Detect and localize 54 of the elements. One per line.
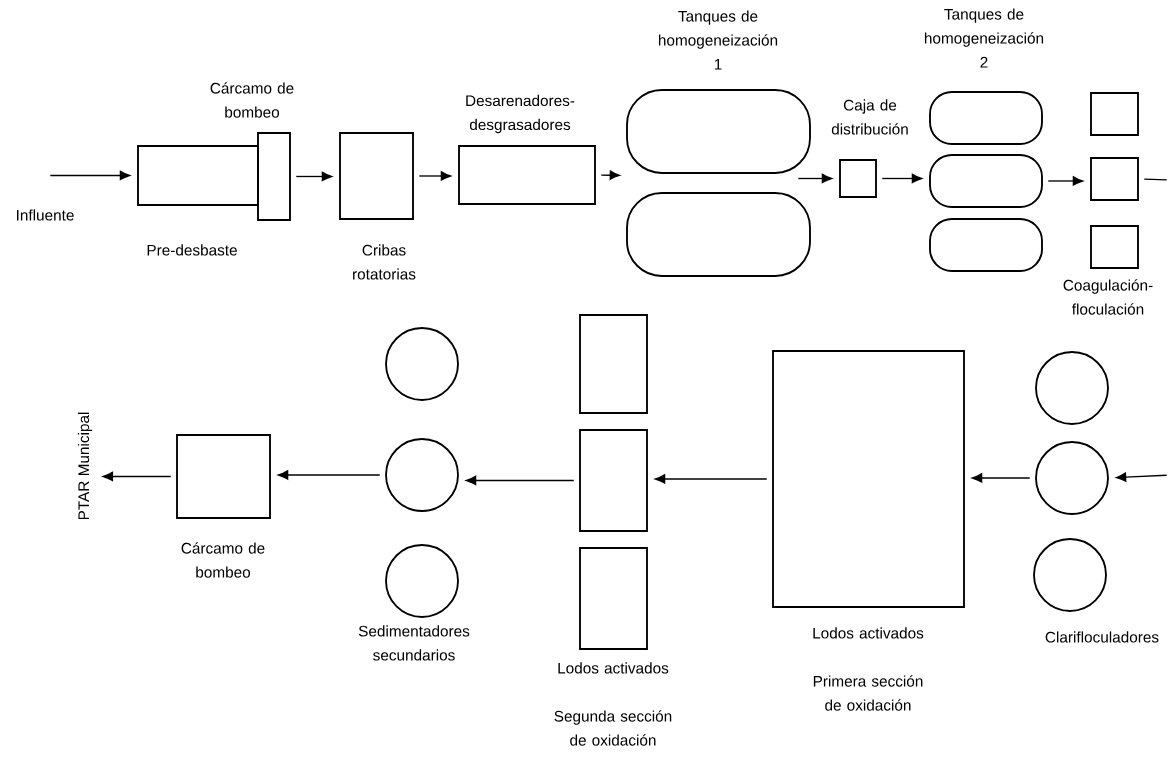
tank-circle xyxy=(385,544,459,618)
caption-text: Lodos activados xyxy=(813,627,924,639)
unit-box xyxy=(458,145,596,205)
arrow xyxy=(600,170,620,180)
tank-circle xyxy=(1033,538,1107,612)
unit-box xyxy=(176,434,271,519)
unit-box xyxy=(1090,92,1139,136)
caption-text: Tanques de homogeneización 2 xyxy=(924,8,1044,68)
caption-text: Desarenadores-desgrasadores xyxy=(466,94,575,134)
arrow xyxy=(418,171,452,181)
flow-label: Influente xyxy=(17,209,74,221)
caption-text: Coagulación-floculación xyxy=(1063,279,1153,315)
unit-box xyxy=(339,132,414,220)
tank-circle xyxy=(1035,351,1109,425)
caption-text: Primera sección de oxidación xyxy=(813,675,923,711)
tank-circle xyxy=(1035,441,1109,515)
caption-text: Cribas rotatorias xyxy=(353,244,416,280)
tank-capsule xyxy=(929,154,1043,208)
caption-text: Cárcamo de bombeo xyxy=(210,82,294,118)
caption-text: Sedimentadores secundarios xyxy=(358,625,470,661)
tank-circle xyxy=(385,327,459,401)
caption-text: Segunda sección de oxidación xyxy=(554,710,672,746)
caption-text: Tanques de homogeneización 1 xyxy=(658,10,778,70)
arrow xyxy=(102,471,172,482)
tank-capsule xyxy=(626,192,811,277)
tank-capsule xyxy=(929,91,1043,145)
arrow xyxy=(465,475,575,486)
arrow xyxy=(971,473,1031,483)
caption-text: Caja de distribución xyxy=(831,99,908,135)
tank-capsule xyxy=(626,89,811,174)
caption-text: Lodos activados xyxy=(558,662,669,674)
arrow xyxy=(654,474,768,484)
arrow xyxy=(295,171,333,182)
arrow xyxy=(49,170,131,181)
unit-box xyxy=(257,132,291,221)
arrow xyxy=(1115,472,1168,482)
arrow xyxy=(797,173,833,184)
unit-box xyxy=(137,145,259,206)
unit-box xyxy=(579,314,648,414)
tank-capsule xyxy=(929,218,1043,272)
unit-box xyxy=(839,159,877,198)
unit-box xyxy=(1090,157,1139,201)
caption-text: Pre-desbaste xyxy=(147,244,237,256)
arrow xyxy=(881,173,923,184)
tank-circle xyxy=(385,438,459,512)
caption-text: Clarifloculadores xyxy=(1045,631,1159,643)
unit-box xyxy=(579,429,648,532)
arrow xyxy=(277,470,381,480)
unit-box xyxy=(1090,225,1139,269)
unit-box xyxy=(772,350,965,608)
caption-text: Cárcamo de bombeo xyxy=(181,542,265,578)
arrow xyxy=(1047,176,1084,186)
unit-box xyxy=(579,547,648,650)
flow-label: PTAR Municipal xyxy=(77,412,93,520)
